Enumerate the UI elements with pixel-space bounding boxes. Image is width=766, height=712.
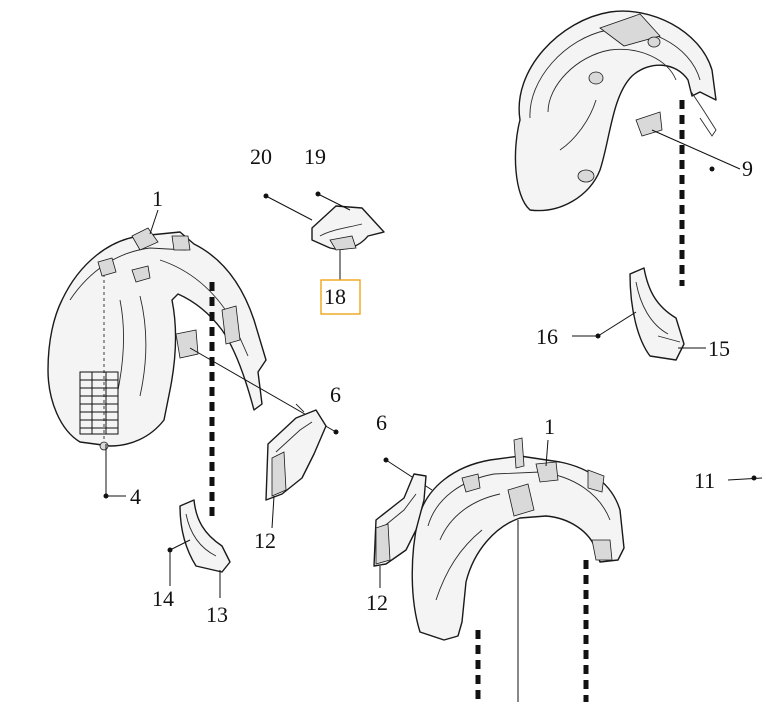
mud-flap-13[interactable] (179, 499, 231, 573)
callout-19[interactable]: 19 (304, 144, 326, 169)
point-20 (263, 193, 269, 199)
leader-1-right (545, 439, 549, 467)
callout-11[interactable]: 11 (694, 468, 715, 493)
point-11 (751, 475, 757, 481)
leader-12-left (271, 495, 275, 529)
leader-20 (265, 195, 313, 221)
point-19 (315, 191, 321, 197)
wheel-arch-liner-rear-bottom[interactable] (411, 437, 625, 641)
callout-9[interactable]: 9 (742, 156, 753, 181)
callout-16[interactable]: 16 (536, 324, 558, 349)
callout-1-right[interactable]: 1 (544, 414, 555, 439)
grille-vent (79, 371, 119, 435)
point-9 (709, 166, 715, 172)
point-6-left (333, 429, 339, 435)
wheel-arch-liner-rear-top[interactable] (514, 10, 717, 212)
callout-12-right[interactable]: 12 (366, 590, 388, 615)
leader-14b (169, 539, 191, 551)
callout-14[interactable]: 14 (152, 586, 174, 611)
leader-11 (727, 477, 763, 481)
callout-15[interactable]: 15 (708, 336, 730, 361)
callout-6-right[interactable]: 6 (376, 410, 387, 435)
leader-19 (317, 193, 351, 211)
mud-flap-15[interactable] (629, 267, 685, 361)
highlight-box-18[interactable] (320, 279, 361, 315)
splash-shield-12-left[interactable] (265, 403, 327, 501)
point-14 (167, 547, 173, 553)
point-4 (103, 493, 109, 499)
callout-20[interactable]: 20 (250, 144, 272, 169)
point-16 (595, 333, 601, 339)
callout-12-left[interactable]: 12 (254, 528, 276, 553)
callout-13[interactable]: 13 (206, 602, 228, 627)
leader-1-left (149, 209, 159, 235)
wheel-arch-liner-front-left[interactable] (47, 227, 267, 451)
leader-9 (651, 129, 741, 170)
callout-4[interactable]: 4 (130, 484, 141, 509)
point-6-right (383, 457, 389, 463)
callout-18[interactable]: 18 (324, 284, 346, 309)
callout-6-left[interactable]: 6 (330, 382, 341, 407)
leader-16b (597, 311, 637, 337)
bracket-18[interactable] (311, 205, 385, 251)
callout-1-left[interactable]: 1 (152, 186, 163, 211)
splash-shield-12-right[interactable] (373, 473, 427, 567)
